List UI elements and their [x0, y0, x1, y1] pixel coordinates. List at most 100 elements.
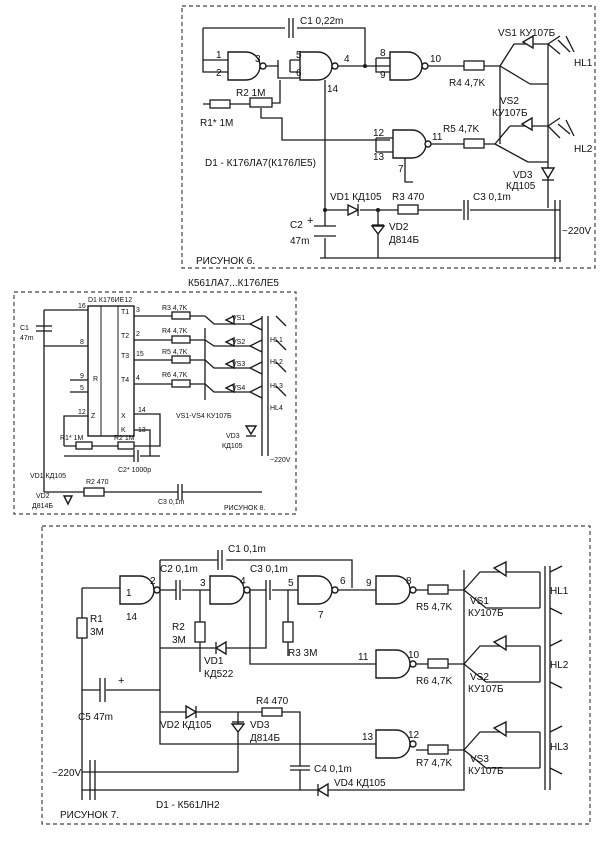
- fig6-pin-9: 9: [380, 70, 386, 81]
- fig8-caption: РИСУНОК 8.: [224, 505, 265, 512]
- fig7-vs2-type: КУ107Б: [468, 684, 504, 695]
- fig6-r5-label: R5 4,7K: [443, 124, 479, 135]
- fig7-r6-label: R6 4,7K: [416, 676, 452, 687]
- fig6-vs1-symbol: [521, 34, 534, 50]
- fig8-hl1-label: HL1: [270, 337, 283, 344]
- fig6-r2-label: R2 1M: [236, 88, 265, 99]
- fig7-vd3-label: VD3: [250, 720, 270, 731]
- fig6-pin-7: 7: [398, 164, 404, 175]
- fig8-r4-body: [171, 335, 191, 344]
- fig6-hl1-label: HL1: [574, 58, 593, 69]
- fig8-r3-body: [171, 311, 191, 320]
- fig6-c2-value: 47m: [290, 236, 309, 247]
- fig8-vd2-label: VD2: [36, 493, 50, 500]
- fig8-pin-12: 12: [78, 409, 86, 416]
- fig7-r2-body: [194, 621, 206, 643]
- fig7-pin-14: 14: [126, 612, 138, 623]
- fig8-vd3-symbol: [244, 425, 258, 436]
- fig8-vd2-symbol: [62, 495, 74, 506]
- fig6-gate-4-bubble: [424, 140, 432, 148]
- fig6-pin-6: 6: [296, 68, 302, 79]
- fig7-r3-label: R3 3M: [288, 648, 317, 659]
- fig8-pin-3: 3: [136, 307, 140, 314]
- fig8-pin-14: 14: [138, 407, 146, 414]
- fig8-pin-16: 16: [78, 303, 86, 310]
- fig6-g1-to-g2: [266, 60, 300, 79]
- fig8-vd2-type: Д814Б: [32, 503, 53, 510]
- fig8-left-pins: [44, 309, 88, 393]
- fig8-d1-label: D1 К176ИЕ12: [88, 297, 132, 304]
- fig6-pin7-wire: [404, 158, 413, 183]
- fig7-hl2-label: HL2: [550, 660, 569, 671]
- fig6-vd2-symbol: [370, 225, 386, 236]
- fig7-pin-7: 7: [318, 610, 324, 621]
- fig6-gate-2-bubble: [331, 62, 339, 70]
- fig8-lbl-t3: T3: [121, 353, 129, 360]
- fig7-mains-label: ~220V: [52, 768, 82, 779]
- fig7-bottom-rails: [82, 771, 465, 791]
- figure-6: C1 0,22m 1 2 3 5 6 4 14 8 9 10 R4 4,7K: [181, 5, 596, 289]
- fig6-pin-1: 1: [216, 50, 222, 61]
- fig7-r6-body: [427, 658, 449, 669]
- fig6-pin-8: 8: [380, 48, 386, 59]
- fig8-r5-label: R5 4,7K: [162, 349, 188, 356]
- fig8-lbl-k: K: [121, 427, 126, 434]
- fig7-r7-label: R7 4,7K: [416, 758, 452, 769]
- fig6-caption: РИСУНОК 6.: [196, 256, 255, 267]
- fig8-vs-all-label: VS1-VS4 КУ107Б: [176, 413, 232, 420]
- fig6-vd1-symbol: [347, 203, 360, 217]
- fig7-hl1-label: HL1: [550, 586, 569, 597]
- fig7-gate-4: [375, 575, 411, 605]
- figure-7-frame: [41, 525, 591, 825]
- fig6-c3-label: C3 0,1m: [473, 192, 511, 203]
- fig7-c2-label: C2 0,1m: [160, 564, 198, 575]
- fig8-vs3-label: VS3: [232, 361, 245, 368]
- fig6-mains-terminals: [554, 200, 561, 262]
- fig6-vs1-leads: [499, 43, 531, 85]
- fig6-r1-label: R1* 1M: [200, 118, 233, 129]
- fig6-gate-4-inputs: [375, 137, 393, 153]
- fig8-r2b-label: R2 470: [86, 479, 109, 486]
- fig8-pin-9: 9: [80, 373, 84, 380]
- fig7-r1-body: [76, 617, 88, 639]
- fig6-pin-12: 12: [373, 128, 385, 139]
- fig7-vd1-label: VD1: [204, 656, 224, 667]
- fig6-pin-5: 5: [296, 50, 302, 61]
- fig8-pin-2: 2: [136, 331, 140, 338]
- fig6-gate-1-bubble: [259, 62, 267, 70]
- fig8-hl2-label: HL2: [270, 359, 283, 366]
- fig7-r4-body: [261, 707, 283, 717]
- fig8-r3-label: R3 4,7K: [162, 305, 188, 312]
- fig7-c1-wire: [160, 559, 353, 588]
- fig8-lbl-x: X: [121, 413, 126, 420]
- fig7-vd2-symbol: [185, 704, 198, 720]
- fig8-c2-label: C2* 1000p: [118, 467, 151, 474]
- fig7-d1-label: D1 - К561ЛН2: [156, 800, 220, 811]
- fig7-vd1-symbol: [214, 640, 227, 656]
- fig7-vd3-type: Д814Б: [250, 733, 280, 744]
- fig7-vs1-label: VS1: [470, 596, 489, 607]
- fig7-r3-body: [282, 621, 294, 643]
- fig6-c1-wire: [203, 27, 366, 64]
- fig6-under-caption: К561ЛА7...К176ЛЕ5: [188, 278, 279, 289]
- fig8-r6-label: R6 4,7K: [162, 372, 188, 379]
- fig8-pin-5: 5: [80, 385, 84, 392]
- figure-8: D1 К176ИЕ12 16 8 9 5 R C1 47m T1 T2 T3 T…: [13, 291, 297, 515]
- fig7-r1-wire: [81, 587, 120, 800]
- fig6-hl2-terminals: [547, 117, 561, 139]
- fig6-r4-body: [463, 60, 485, 71]
- fig8-thyristors: [204, 314, 250, 400]
- fig6-vd3-label: VD3: [513, 170, 533, 181]
- fig7-gate-2: [209, 575, 245, 605]
- fig7-r7-body: [427, 744, 449, 755]
- fig7-pin-5: 5: [288, 578, 294, 589]
- fig6-gate-2: [299, 51, 333, 81]
- fig8-c1-value: 47m: [20, 335, 34, 342]
- fig7-vd2-label: VD2 КД105: [160, 720, 212, 731]
- fig6-vs2-type: КУ107Б: [492, 108, 528, 119]
- fig7-pin-9: 9: [366, 578, 372, 589]
- fig7-pin-1: 1: [126, 588, 132, 599]
- fig6-vs2-leads: [494, 125, 529, 163]
- fig8-vs1-label: VS1: [232, 315, 245, 322]
